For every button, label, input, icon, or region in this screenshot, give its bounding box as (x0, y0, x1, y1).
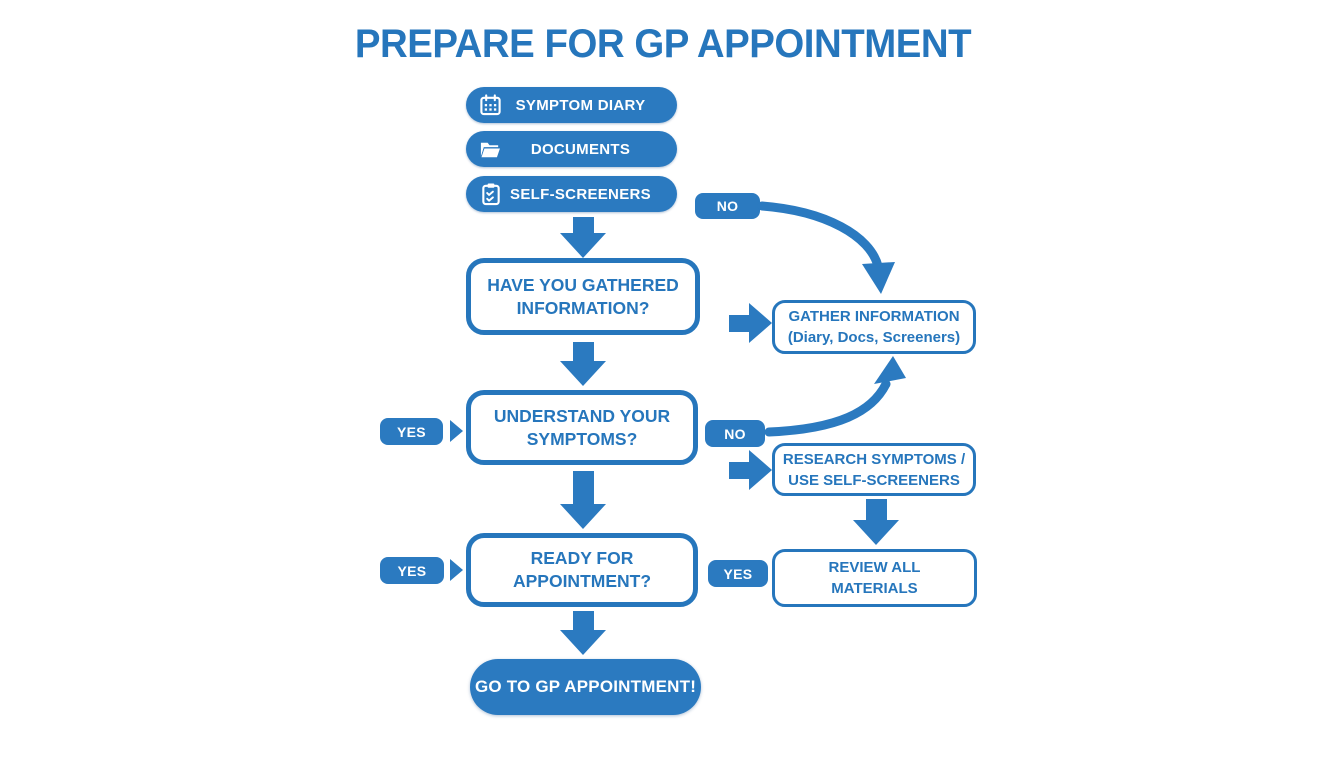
terminal-go-to-appointment: GO TO GP APPOINTMENT! (470, 659, 701, 715)
arrow-down-inputs-to-decision1 (560, 217, 606, 258)
branch-label-no-gathered-text: NO (716, 198, 739, 214)
curve-no-gathered-arrowhead-icon (862, 262, 895, 294)
branch-label-no-gathered: NO (695, 193, 760, 219)
terminal-go-to-appointment-label: GO TO GP APPOINTMENT! (474, 677, 697, 696)
page-title: PREPARE FOR GP APPOINTMENT (354, 22, 972, 66)
arrow-right-decision1-to-gather (729, 303, 772, 343)
branch-label-no-understand: NO (705, 420, 765, 447)
arrow-down-research-to-review (853, 499, 899, 545)
arrow-down-decision2-to-decision3 (560, 471, 606, 529)
action-review-materials: REVIEW ALL MATERIALS (772, 549, 977, 607)
clipboard-icon (479, 183, 502, 206)
yes-understand-connector-triangle (450, 420, 463, 442)
folder-icon (479, 138, 502, 161)
branch-label-yes-ready-left: YES (380, 557, 444, 584)
pill-symptom-diary-label: SYMPTOM DIARY (515, 96, 646, 114)
pill-self-screeners: SELF-SCREENERS (466, 176, 677, 212)
arrow-right-decision2-to-research (729, 450, 772, 490)
action-review-materials-label: REVIEW ALL MATERIALS (828, 559, 921, 597)
decision-gathered-information-label: HAVE YOU GATHERED INFORMATION? (487, 274, 679, 318)
decision-gathered-information: HAVE YOU GATHERED INFORMATION? (466, 258, 700, 335)
action-research-symptoms-label: RESEARCH SYMPTOMS / USE SELF-SCREENERS (782, 450, 966, 489)
pill-self-screeners-label: SELF-SCREENERS (510, 185, 651, 203)
pill-documents: DOCUMENTS (466, 131, 677, 167)
branch-label-no-understand-text: NO (724, 425, 746, 442)
curve-no-understand-to-gather (764, 379, 891, 437)
arrow-down-decision3-to-end (560, 611, 606, 655)
branch-label-yes-ready-right-text: YES (723, 565, 753, 582)
branch-label-yes-understand-text: YES (397, 423, 426, 440)
action-research-symptoms: RESEARCH SYMPTOMS / USE SELF-SCREENERS (772, 443, 976, 496)
decision-ready-for-appointment: READY FOR APPOINTMENT? (466, 533, 698, 607)
curve-no-understand-arrowhead-icon (874, 356, 906, 384)
pill-documents-label: DOCUMENTS (530, 140, 631, 158)
curve-no-gathered-to-gather (757, 201, 883, 271)
action-gather-information-label: GATHER INFORMATION (Diary, Docs, Screene… (787, 308, 961, 346)
decision-ready-for-appointment-label: READY FOR APPOINTMENT? (512, 548, 652, 591)
yes-ready-connector-triangle (450, 559, 463, 581)
action-gather-information: GATHER INFORMATION (Diary, Docs, Screene… (772, 300, 976, 354)
pill-symptom-diary: SYMPTOM DIARY (466, 87, 677, 123)
decision-understand-symptoms: UNDERSTAND YOUR SYMPTOMS? (466, 390, 698, 465)
branch-label-yes-ready-right: YES (708, 560, 768, 587)
arrow-down-decision1-to-decision2 (560, 342, 606, 386)
branch-label-yes-ready-left-text: YES (397, 562, 427, 579)
branch-label-yes-understand: YES (380, 418, 443, 445)
calendar-icon (479, 94, 502, 117)
decision-understand-symptoms-label: UNDERSTAND YOUR SYMPTOMS? (493, 405, 671, 449)
